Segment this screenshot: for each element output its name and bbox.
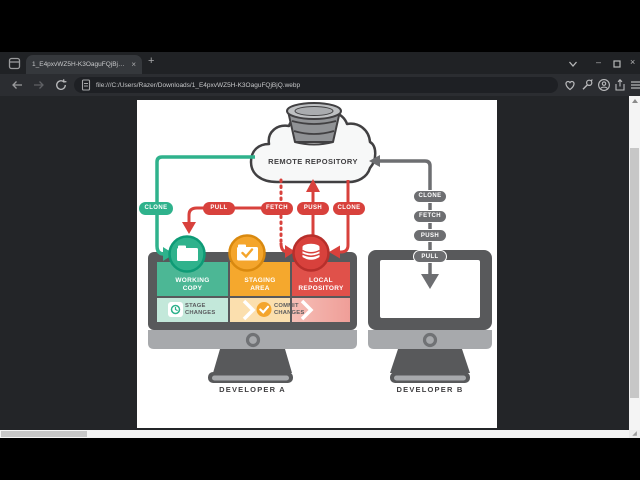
developer-b-sync-arrow (369, 155, 439, 289)
tab-title: 1_E4pxvWZ5H-K3OaguFQjBjQ.webp (32, 61, 127, 68)
profile-icon[interactable] (597, 78, 611, 92)
step-chevron-icon (242, 299, 256, 321)
local-repository-node (292, 234, 330, 272)
vertical-scrollbar-thumb[interactable] (630, 148, 639, 398)
push-pill-red: PUSH (297, 201, 329, 215)
tab-close-icon[interactable]: × (131, 59, 136, 69)
favorites-heart-icon[interactable] (563, 78, 577, 92)
tab-list-chevron-icon[interactable] (568, 60, 578, 68)
browser-tab[interactable]: 1_E4pxvWZ5H-K3OaguFQjBjQ.webp × (26, 55, 142, 74)
tab-strip: 1_E4pxvWZ5H-K3OaguFQjBjQ.webp × + – × (0, 52, 640, 74)
vertical-scrollbar[interactable] (629, 96, 640, 430)
browser-window-icon (8, 57, 21, 70)
new-tab-button[interactable]: + (148, 55, 155, 67)
scroll-up-icon[interactable] (631, 99, 638, 103)
remote-repository-label: REMOTE REPOSITORY (268, 157, 358, 166)
refresh-icon[interactable] (54, 78, 68, 92)
working-copy-node (168, 235, 206, 273)
horizontal-scrollbar-thumb[interactable] (1, 431, 87, 437)
minimize-button[interactable]: – (596, 57, 602, 67)
page-icon (81, 79, 91, 91)
push-pill-gray: PUSH (413, 229, 447, 242)
tools-wrench-icon[interactable] (580, 78, 594, 92)
navigation-toolbar: file:///C:/Users/Razer/Downloads/1_E4pxv… (0, 74, 640, 96)
commit-changes-icon (256, 302, 272, 317)
clone-arrow-red (329, 180, 350, 259)
url-text: file:///C:/Users/Razer/Downloads/1_E4pxv… (96, 81, 301, 89)
pull-arrow-red (182, 206, 281, 234)
scrollbar-corner: ◢ (629, 430, 640, 438)
git-workflow-figure (148, 102, 492, 383)
share-icon[interactable] (613, 78, 627, 92)
clone-pill-green: CLONE (139, 201, 173, 215)
back-icon[interactable] (10, 78, 24, 92)
close-window-button[interactable]: × (630, 57, 636, 67)
address-bar[interactable]: file:///C:/Users/Razer/Downloads/1_E4pxv… (74, 77, 558, 93)
git-workflow-image[interactable]: REMOTE REPOSITORY CLONE PULL FETCH PUSH … (137, 100, 497, 428)
staging-area-node (228, 234, 266, 272)
fetch-arrow-red (279, 178, 295, 258)
forward-icon[interactable] (32, 78, 46, 92)
horizontal-scrollbar[interactable] (0, 430, 629, 438)
pull-pill-gray: PULL (413, 250, 447, 263)
fetch-pill-red: FETCH (261, 201, 293, 215)
remote-database-icon (286, 102, 342, 146)
pull-pill-red: PULL (203, 201, 235, 215)
menu-icon[interactable] (629, 78, 640, 92)
step-chevron-icon (300, 299, 314, 321)
stage-changes-icon (168, 302, 183, 317)
clone-pill-red: CLONE (333, 201, 365, 215)
fetch-pill-gray: FETCH (413, 209, 447, 223)
clone-pill-gray: CLONE (413, 189, 447, 203)
push-arrow-red (306, 179, 320, 240)
developer-a-label: DEVELOPER A (219, 385, 286, 394)
maximize-button[interactable] (613, 60, 621, 68)
developer-b-label: DEVELOPER B (396, 385, 464, 394)
developer-a-monitor (148, 252, 357, 383)
